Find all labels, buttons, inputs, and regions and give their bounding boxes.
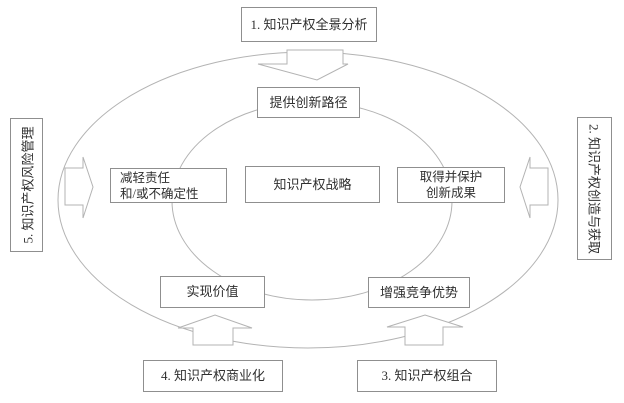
step-3-label: 3. 知识产权组合 [381, 368, 473, 383]
arrow-up-left-icon [177, 314, 253, 346]
node-realize-value-label: 实现价值 [186, 284, 239, 299]
step-5-risk-management-box: 5. 知识产权风险管理 [10, 118, 43, 252]
step-1-label: 1. 知识产权全景分析 [250, 16, 368, 32]
arrow-left-icon [519, 156, 549, 219]
arrow-up-right-icon [386, 314, 464, 346]
arrow-down-icon [257, 49, 349, 81]
step-5-label: 5. 知识产权风险管理 [20, 126, 35, 244]
step-4-commercialization-box: 4. 知识产权商业化 [143, 360, 283, 392]
node-protect-innovation-label: 取得并保护 创新成果 [419, 170, 483, 200]
node-protect-innovation-box: 取得并保护 创新成果 [397, 167, 505, 203]
node-innovation-path-box: 提供创新路径 [257, 87, 360, 118]
node-reduce-liability-box: 减轻责任 和/或不确定性 [110, 168, 227, 203]
step-4-label: 4. 知识产权商业化 [160, 368, 265, 383]
step-3-portfolio-box: 3. 知识产权组合 [357, 360, 497, 392]
node-realize-value-box: 实现价值 [160, 276, 265, 308]
node-competitive-advantage-label: 增强竞争优势 [379, 284, 458, 300]
node-reduce-liability-label: 减轻责任 和/或不确定性 [120, 170, 199, 201]
step-2-label: 2. 知识产权创造与获取 [586, 123, 601, 254]
step-2-creation-acquisition-box: 2. 知识产权创造与获取 [577, 117, 612, 260]
node-ip-strategy-label: 知识产权战略 [273, 176, 352, 192]
arrow-right-icon [64, 156, 94, 219]
node-innovation-path-label: 提供创新路径 [269, 94, 348, 110]
node-ip-strategy-box: 知识产权战略 [245, 166, 380, 203]
node-competitive-advantage-box: 增强竞争优势 [368, 277, 470, 308]
step-1-panoramic-analysis-box: 1. 知识产权全景分析 [241, 7, 377, 42]
